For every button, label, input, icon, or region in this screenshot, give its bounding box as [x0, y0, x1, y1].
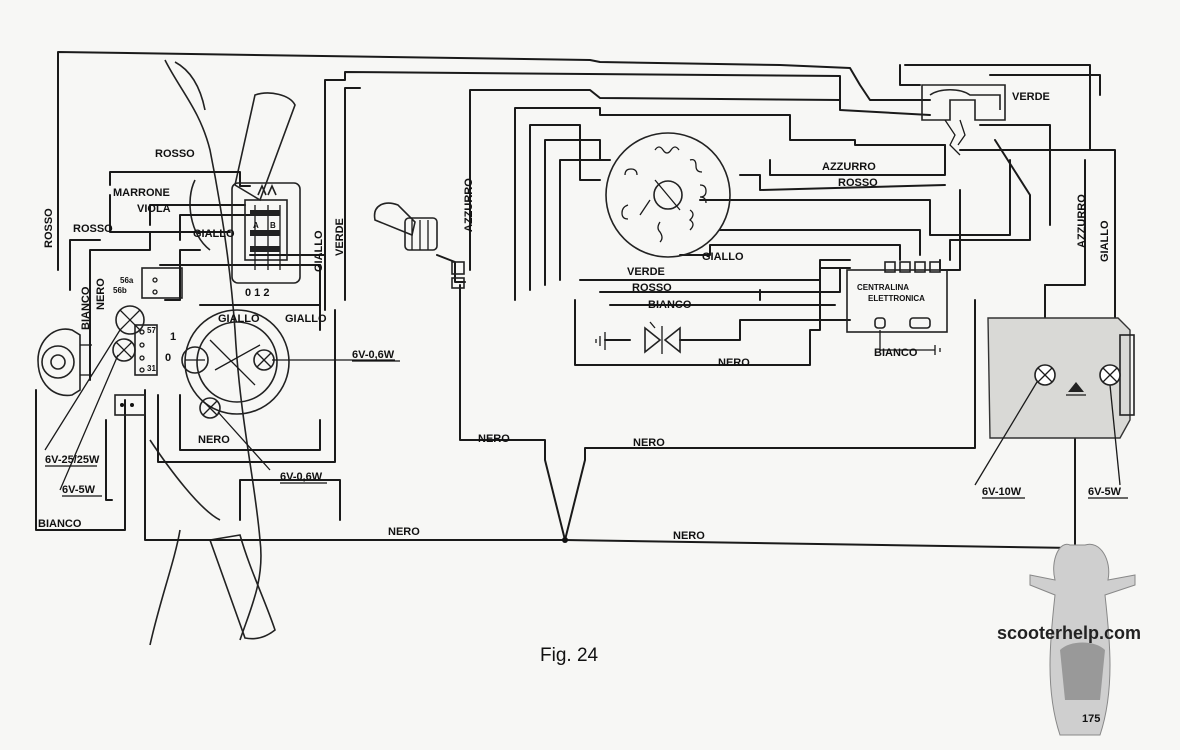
label-rosso-cdi: ROSSO [632, 282, 672, 294]
label-lamp-25-25: 6V-25/25W [45, 454, 100, 466]
label-cdi-line1: CENTRALINA [857, 283, 909, 292]
label-terminal-57: 57 [147, 326, 156, 335]
lamp-pilot-icon [112, 338, 136, 362]
label-terminal-56b: 56b [113, 286, 127, 295]
terminal-block [114, 267, 183, 416]
tail-lamp [987, 317, 1135, 439]
speedo-lamp-right-icon [253, 349, 275, 371]
label-giallo-switch: GIALLO [193, 228, 235, 240]
label-lamp-06-bottom: 6V-0,6W [280, 471, 323, 483]
label-giallo-stator: GIALLO [702, 251, 744, 263]
label-lamp-5-left: 6V-5W [62, 484, 96, 496]
speedo-lamp-bottom-icon [199, 397, 221, 419]
label-cdi-line2: ELETTRONICA [868, 294, 925, 303]
label-nero-vertical: NERO [95, 278, 107, 310]
label-bianco-bottom: BIANCO [38, 518, 82, 530]
label-giallo-speedo-2: GIALLO [285, 313, 327, 325]
label-verde-vertical: VERDE [334, 218, 346, 256]
page-number: 175 [1082, 713, 1100, 725]
label-nero-low-2: NERO [633, 437, 665, 449]
label-azzurro-vertical: AZZURRO [463, 178, 475, 232]
junction-dot [562, 537, 568, 543]
label-switch-a: A [253, 221, 259, 230]
label-giallo-vertical: GIALLO [313, 230, 325, 272]
label-giallo-speedo-1: GIALLO [218, 313, 260, 325]
figure-caption: Fig. 24 [540, 645, 599, 666]
label-rosso-horizontal: ROSSO [838, 177, 878, 189]
label-nero-low-1: NERO [478, 433, 510, 445]
label-giallo-right: GIALLO [1099, 220, 1111, 262]
leader-lines [44, 329, 1121, 491]
horn-icon [37, 328, 92, 397]
label-azzurro-right: AZZURRO [1076, 194, 1088, 248]
label-verde-regulator: VERDE [1012, 91, 1050, 103]
light-switch [231, 182, 301, 284]
label-marrone: MARRONE [113, 187, 170, 199]
label-bianco-ground: BIANCO [874, 347, 918, 359]
label-nero-speedo: NERO [198, 434, 230, 446]
label-viola: VIOLA [137, 203, 171, 215]
label-bianco-vertical: BIANCO [80, 286, 92, 330]
label-switch-b: B [270, 221, 276, 230]
label-nero-bottom-2: NERO [673, 530, 705, 542]
scooter-watermark-icon [1029, 543, 1136, 736]
diode-icon [644, 321, 681, 354]
label-key-0: 0 [165, 352, 171, 364]
label-lamp-5-right: 6V-5W [1088, 486, 1122, 498]
stator-icon [605, 132, 731, 258]
spark-plug-cap-icon [373, 202, 466, 289]
label-verde-cdi: VERDE [627, 266, 665, 278]
wire-labels: ROSSO ROSSO MARRONE VIOLA ROSSO GIALLO G… [38, 91, 1128, 542]
label-terminal-31: 31 [147, 364, 156, 373]
label-switch-positions: 0 1 2 [245, 287, 269, 299]
label-lamp-10: 6V-10W [982, 486, 1022, 498]
label-lamp-06-right: 6V-0,6W [352, 349, 395, 361]
watermark-text: scooterhelp.com [997, 623, 1141, 643]
label-bianco-cdi: BIANCO [648, 299, 692, 311]
cdi-unit [846, 261, 948, 355]
label-key-1: 1 [170, 331, 176, 343]
lamp-headlight-icon [115, 305, 145, 335]
ground-symbol-icon [595, 332, 606, 350]
label-azzurro-horizontal: AZZURRO [822, 161, 876, 173]
label-nero-horizontal: NERO [718, 357, 750, 369]
label-rosso-left: ROSSO [43, 208, 55, 248]
speedometer-icon [181, 309, 290, 415]
wires [35, 51, 1116, 549]
label-nero-bottom-1: NERO [388, 526, 420, 538]
voltage-regulator-icon [921, 84, 1006, 156]
label-rosso-top: ROSSO [155, 148, 195, 160]
label-rosso-mid: ROSSO [73, 223, 113, 235]
label-terminal-56a: 56a [120, 276, 134, 285]
